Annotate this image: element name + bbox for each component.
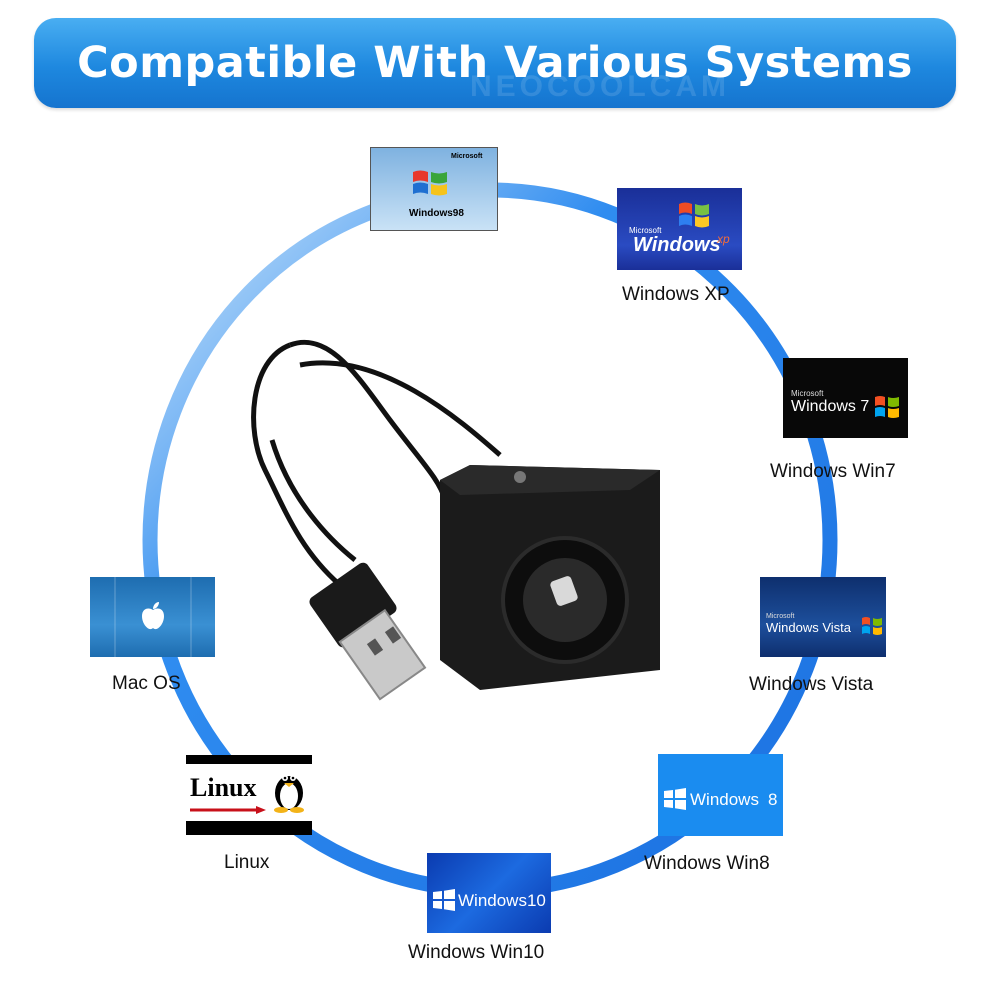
win10-name: Windows10 bbox=[458, 891, 546, 910]
win7-name: Windows 7 bbox=[791, 398, 870, 415]
mac-os-tile bbox=[90, 577, 215, 657]
windows7-flag-icon bbox=[875, 396, 899, 418]
windows10-tile: Windows10 bbox=[427, 853, 551, 933]
windows-xp-tile: Microsoft Windows xp bbox=[617, 188, 742, 270]
windows-vista-label: Windows Vista bbox=[749, 674, 874, 695]
windows-win10-label: Windows Win10 bbox=[408, 942, 545, 963]
windows7-tile: Microsoft Windows 7 bbox=[783, 358, 908, 438]
windows-flag-icon bbox=[413, 170, 447, 196]
win8-name: Windows bbox=[690, 790, 759, 809]
linux-label: Linux bbox=[224, 852, 270, 873]
title-banner: Compatible With Various Systems bbox=[34, 18, 956, 108]
vista-brand: Microsoft bbox=[766, 613, 795, 620]
xp-name: Windows bbox=[633, 234, 721, 256]
apple-logo-icon bbox=[142, 602, 164, 630]
vista-flag-icon bbox=[862, 617, 882, 635]
windows-vista-tile: Microsoft Windows Vista bbox=[760, 577, 886, 657]
windows-win8-label: Windows Win8 bbox=[644, 853, 770, 874]
windows8-logo-icon bbox=[664, 788, 686, 810]
windows98-name: Windows98 bbox=[409, 208, 464, 219]
win8-number: 8 bbox=[768, 790, 778, 809]
xp-brand: Microsoft bbox=[629, 226, 662, 235]
windows-xp-flag-icon bbox=[679, 202, 709, 228]
underline-arrow-icon bbox=[190, 806, 266, 814]
windows-win7-label: Windows Win7 bbox=[770, 461, 896, 482]
windows8-tile: Windows 8 bbox=[658, 754, 783, 836]
tux-penguin-icon bbox=[274, 775, 304, 813]
windows-xp-label: Windows XP bbox=[622, 284, 730, 305]
watermark: NEOCOOLCAM bbox=[470, 70, 730, 103]
usb-camera-illustration bbox=[251, 339, 660, 701]
vista-name: Windows Vista bbox=[766, 620, 852, 635]
xp-suffix: xp bbox=[717, 232, 730, 246]
win7-brand: Microsoft bbox=[791, 389, 824, 398]
windows98-tile: Microsoft Windows98 bbox=[370, 147, 498, 231]
linux-name: Linux bbox=[190, 773, 257, 802]
linux-tile: Linux bbox=[186, 755, 312, 835]
banner-title: Compatible With Various Systems bbox=[77, 38, 913, 88]
mac-os-label: Mac OS bbox=[112, 673, 181, 694]
windows10-logo-icon bbox=[433, 889, 455, 911]
microsoft-brand: Microsoft bbox=[451, 153, 483, 160]
